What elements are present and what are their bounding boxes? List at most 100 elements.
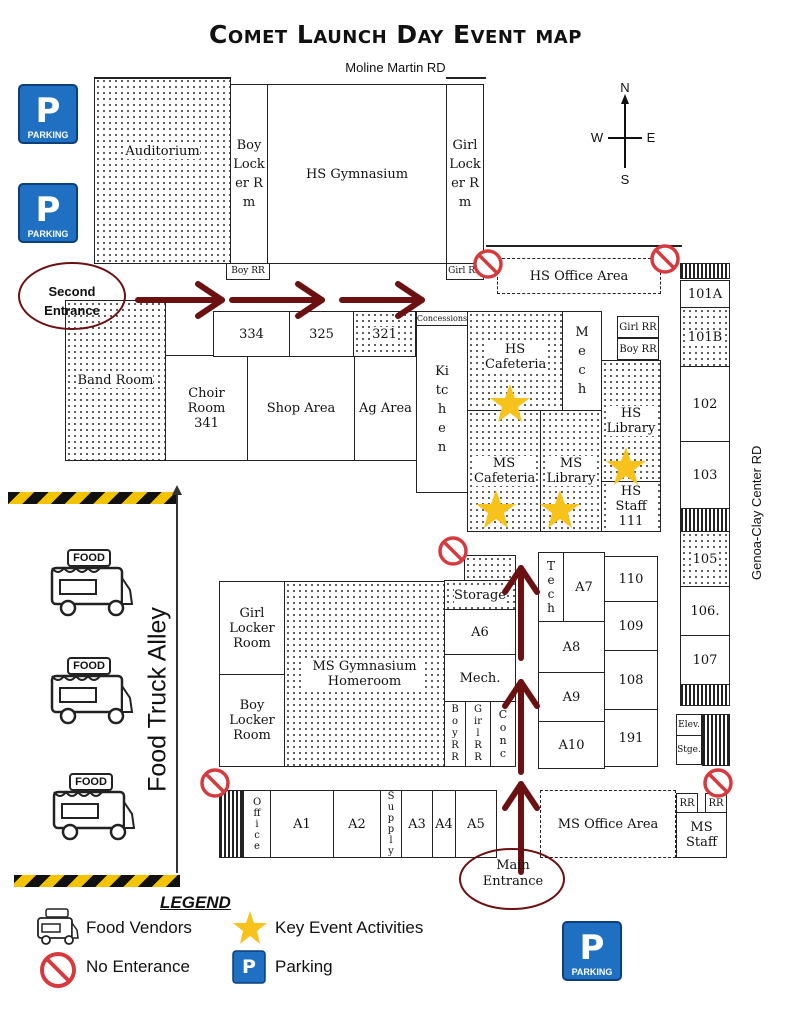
star-icon xyxy=(490,384,530,422)
no-entry-icon xyxy=(200,768,230,798)
room-shop-area: Shop Area xyxy=(247,356,355,461)
wall-top-left xyxy=(94,77,230,79)
room-choir: Choir Room 341 xyxy=(165,355,248,461)
food-truck-icon xyxy=(52,773,136,841)
food-truck-1: FOOD xyxy=(48,548,136,626)
legend-heading: LEGEND xyxy=(160,893,231,912)
legend-parking-icon: P xyxy=(232,950,266,988)
room-hs-office: HS Office Area xyxy=(497,258,661,294)
main-entrance-label: Main Entrance xyxy=(482,858,544,889)
room-mech: Mech xyxy=(562,311,602,411)
room-107: 107 xyxy=(680,635,730,685)
legend-no-entrance-label: No Enterance xyxy=(86,957,190,976)
star-hs-cafeteria xyxy=(488,382,532,430)
room-girl-locker: Girl Locker Rm xyxy=(446,84,484,264)
stairs-east-3 xyxy=(702,714,730,766)
room-supply: Supply xyxy=(380,790,402,858)
no-entry-5 xyxy=(702,767,734,803)
arrow-up-icon xyxy=(172,485,182,873)
room-a3: A3 xyxy=(401,790,433,858)
star-icon xyxy=(233,911,267,944)
legend-food-label: Food Vendors xyxy=(86,918,192,937)
legend-food-icon xyxy=(36,908,80,952)
second-entrance-label: Second Entrance xyxy=(44,284,100,318)
room-ag-area: Ag Area xyxy=(354,356,417,461)
room-hs-staff: HS Staff 111 xyxy=(601,481,661,532)
room-a2: A2 xyxy=(333,790,381,858)
no-entry-icon xyxy=(438,536,468,566)
svg-text:P: P xyxy=(36,190,61,230)
legend-key-label: Key Event Activities xyxy=(275,918,424,937)
stairs-hs-office xyxy=(680,263,730,279)
no-entry-icon xyxy=(473,249,503,279)
room-boy-locker-room: Boy Locker Room xyxy=(219,674,285,767)
room-191: 191 xyxy=(604,709,658,767)
room-321: 321 xyxy=(353,311,416,357)
room-325: 325 xyxy=(289,311,354,357)
parking-icon: P xyxy=(232,950,266,984)
room-band: Band Room xyxy=(65,300,166,461)
room-334: 334 xyxy=(213,311,290,357)
legend-parking-label: Parking xyxy=(275,957,333,976)
no-entry-icon xyxy=(40,952,76,988)
star-ms-cafeteria xyxy=(474,488,518,536)
no-entry-icon xyxy=(703,768,733,798)
parking-icon: P xyxy=(562,921,622,981)
no-entry-3 xyxy=(437,535,469,571)
room-ms-gymnasium: MS Gymnasium Homeroom xyxy=(284,581,445,767)
stairs-east-2 xyxy=(680,684,730,706)
room-girl-rr3: Girl RR xyxy=(465,701,491,767)
caution-stripe-bottom xyxy=(14,875,180,887)
room-boy-locker: Boy Locker Rm xyxy=(230,84,268,264)
wall-top-right xyxy=(446,77,486,79)
room-101b: 101B xyxy=(680,307,730,367)
star-icon xyxy=(606,447,646,485)
star-icon xyxy=(540,490,580,528)
star-icon xyxy=(476,490,516,528)
room-a6: A6 xyxy=(444,609,516,655)
caution-stripe-top xyxy=(8,492,178,504)
no-entry-icon xyxy=(650,244,680,274)
parking-sign-3: P PARKING xyxy=(562,921,622,981)
alley-arrow xyxy=(170,485,184,875)
room-ms-staff: MS Staff xyxy=(676,812,727,858)
compass-n: N xyxy=(620,80,630,95)
food-truck-icon xyxy=(50,657,134,725)
room-conc: Conc xyxy=(490,701,516,767)
wall-hs-north xyxy=(486,245,682,247)
compass-rose-icon xyxy=(608,94,642,168)
room-108: 108 xyxy=(604,650,658,710)
room-103: 103 xyxy=(680,441,730,509)
top-road-label: Moline Martin RD xyxy=(345,60,446,75)
svg-text:P: P xyxy=(580,928,605,968)
parking-sign-1: P PARKING xyxy=(18,84,78,144)
room-102: 102 xyxy=(680,366,730,442)
compass: N S W E xyxy=(590,78,660,188)
parking-icon: P xyxy=(18,84,78,144)
room-boy-rr2: Boy RR xyxy=(617,338,659,360)
room-hs-gymnasium: HS Gymnasium xyxy=(267,84,447,264)
legend-star-icon xyxy=(232,910,268,950)
compass-e: E xyxy=(646,130,656,145)
room-boy-rr: Boy RR xyxy=(226,263,270,280)
food-truck-3: FOOD xyxy=(50,772,138,850)
star-ms-library xyxy=(538,488,582,536)
legend-no-entry-icon xyxy=(38,950,78,994)
room-boy-rr3: Boy RR xyxy=(444,701,466,767)
room-stge: Stge. xyxy=(676,735,702,765)
room-girl-rr2: Girl RR xyxy=(617,316,659,338)
compass-w: W xyxy=(590,130,604,145)
room-110: 110 xyxy=(604,556,658,602)
room-105: 105 xyxy=(680,531,730,587)
room-a8: A8 xyxy=(538,621,605,673)
svg-text:P: P xyxy=(242,956,256,978)
map-title: Comet Launch Day Event map xyxy=(209,20,582,49)
room-ms-office: MS Office Area xyxy=(540,790,676,858)
no-entry-1 xyxy=(472,248,504,284)
no-entry-4 xyxy=(199,767,231,803)
food-truck-icon xyxy=(50,549,134,617)
room-girl-locker-room: Girl Locker Room xyxy=(219,581,285,675)
compass-s: S xyxy=(620,172,630,187)
food-truck-icon xyxy=(37,908,79,945)
